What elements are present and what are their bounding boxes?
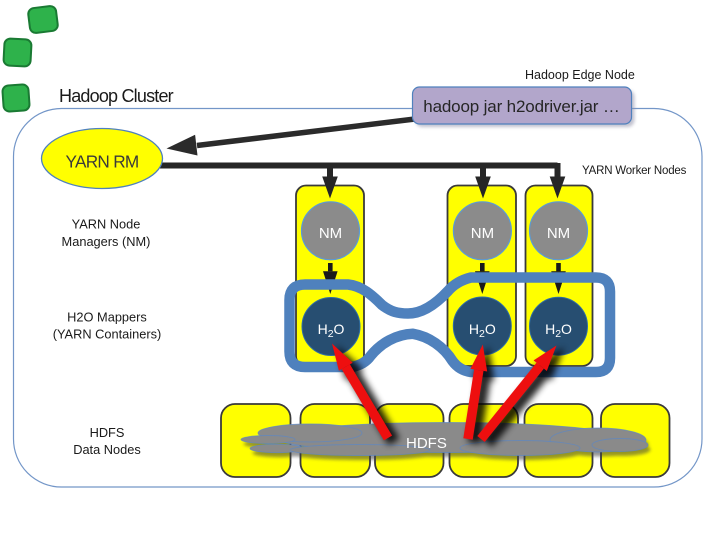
svg-text:HDFS: HDFS xyxy=(90,425,125,440)
svg-text:H2O: H2O xyxy=(545,321,572,340)
svg-text:(YARN Containers): (YARN Containers) xyxy=(53,327,162,342)
svg-text:Managers (NM): Managers (NM) xyxy=(62,234,151,249)
svg-text:H2O: H2O xyxy=(318,321,345,340)
svg-text:NM: NM xyxy=(319,225,342,242)
svg-text:YARN Node: YARN Node xyxy=(72,217,141,232)
svg-text:YARN RM: YARN RM xyxy=(65,152,138,172)
svg-text:hadoop jar h2odriver.jar …: hadoop jar h2odriver.jar … xyxy=(423,97,619,116)
svg-text:H2O: H2O xyxy=(469,321,496,340)
svg-text:H2O Mappers: H2O Mappers xyxy=(67,310,147,325)
svg-text:HDFS: HDFS xyxy=(406,435,447,452)
svg-text:YARN Worker Nodes: YARN Worker Nodes xyxy=(582,165,687,177)
svg-text:Data Nodes: Data Nodes xyxy=(73,442,141,457)
svg-text:NM: NM xyxy=(547,225,570,242)
svg-text:Hadoop Edge Node: Hadoop Edge Node xyxy=(525,68,635,82)
svg-text:Hadoop Cluster: Hadoop Cluster xyxy=(59,86,174,106)
svg-text:NM: NM xyxy=(471,225,494,242)
